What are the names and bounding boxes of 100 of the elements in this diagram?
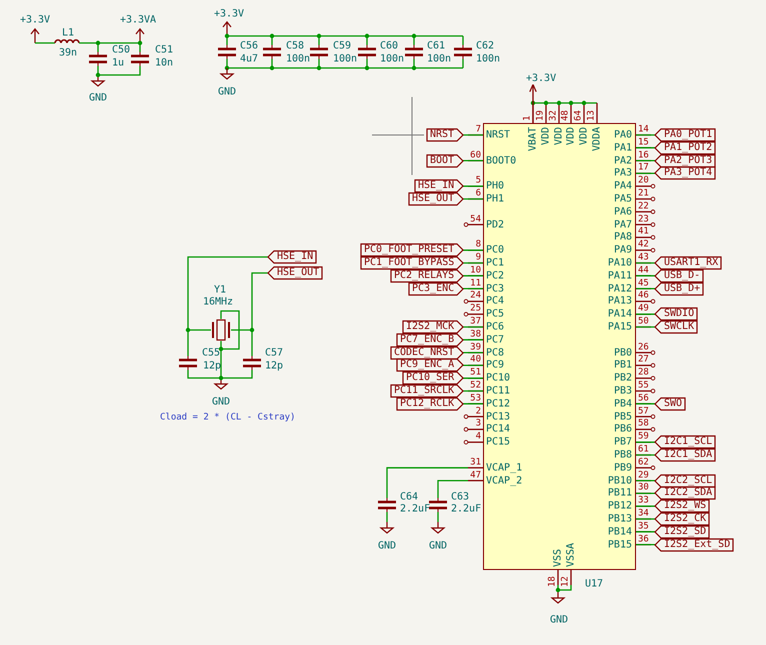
net-label: PC1_FOOT_BYPASS xyxy=(361,257,464,269)
pin-number: 8 xyxy=(476,240,481,250)
net-label: PC10_SER xyxy=(403,372,464,384)
power-label: GND xyxy=(428,540,448,552)
component-value: 100n xyxy=(286,54,310,64)
pin-name: PC7 xyxy=(486,334,504,346)
wire xyxy=(463,364,483,366)
pin-name: VSS xyxy=(552,548,564,567)
pin-name: PA13 xyxy=(608,296,632,307)
pin-name: PA9 xyxy=(614,244,632,256)
net-label: PC11_SRCLK xyxy=(391,385,464,397)
pin-name: PB1 xyxy=(614,360,632,371)
wire xyxy=(251,272,268,309)
pin-number: 17 xyxy=(638,164,649,173)
wire xyxy=(636,288,655,290)
pin-name: PC5 xyxy=(486,308,504,320)
pin-name: PA10 xyxy=(608,258,632,268)
pin-number: 52 xyxy=(470,382,481,390)
pin-number: 56 xyxy=(638,394,649,404)
reference-designator: C62 xyxy=(476,40,494,52)
net-label: PC3_ENC xyxy=(409,282,464,295)
pin-number: 32 xyxy=(550,110,558,121)
pin-name: PB0 xyxy=(614,347,632,358)
pin-name: PA15 xyxy=(608,322,632,332)
net-label: I2C1_SDA xyxy=(655,449,716,461)
wire xyxy=(463,275,483,276)
component-value: 100n xyxy=(427,54,452,64)
power-label: GND xyxy=(212,396,230,408)
pin-number: 55 xyxy=(638,382,649,390)
pin-number: 51 xyxy=(470,368,481,378)
wire xyxy=(463,352,483,354)
pin-number: 57 xyxy=(638,407,649,416)
power-label: GND xyxy=(218,86,236,98)
pin-number: 9 xyxy=(476,254,481,262)
net-label: HSE_OUT xyxy=(409,193,464,205)
pin-name: PA8 xyxy=(614,232,632,243)
pin-name: PA14 xyxy=(608,308,632,320)
pin-number: 15 xyxy=(638,138,649,148)
reference-designator: L1 xyxy=(62,28,74,38)
pin-name: PC10 xyxy=(486,372,510,384)
wire xyxy=(636,492,655,494)
pin-number: 58 xyxy=(638,420,649,429)
pin-name: PB7 xyxy=(614,436,632,448)
formula-note: Cload = 2 * (CL - Cstray) xyxy=(160,412,296,424)
reference-designator: C64 xyxy=(400,492,418,502)
net-label: I2S2_MCK xyxy=(403,321,464,333)
pin-number: 13 xyxy=(588,110,596,121)
net-label: PC2_RELAYS xyxy=(391,270,464,282)
pin-name: VBAT xyxy=(528,127,538,152)
pin-name: PB5 xyxy=(614,411,632,422)
pin-number: 11 xyxy=(470,279,481,288)
pin-number: 14 xyxy=(638,126,649,134)
pin-number: 30 xyxy=(638,484,649,493)
pin-number: 24 xyxy=(470,292,481,301)
net-label: HSE_IN xyxy=(268,251,316,263)
pin-name: PC15 xyxy=(486,436,510,448)
reference-designator: U17 xyxy=(585,578,604,590)
net-label: I2S2_CK xyxy=(655,513,710,525)
pin-number: 38 xyxy=(470,330,481,340)
net-label: PA2_POT3 xyxy=(655,154,716,167)
reference-designator: C61 xyxy=(427,40,446,52)
pin-name: VDDA xyxy=(592,127,602,152)
ic-body xyxy=(483,123,636,570)
wire xyxy=(636,147,655,148)
net-label: HSE_IN xyxy=(415,180,464,192)
pin-number: 7 xyxy=(476,126,481,134)
wire xyxy=(463,288,483,290)
wire xyxy=(463,390,483,392)
wire xyxy=(463,134,483,136)
pin-number: 1 xyxy=(524,116,532,121)
pin-number: 48 xyxy=(562,110,570,121)
pin-number: 37 xyxy=(470,318,481,326)
net-label: I2C1_SCL xyxy=(655,436,716,448)
pin-name: PC8 xyxy=(486,347,504,358)
pin-number: 33 xyxy=(638,496,649,506)
pin-name: VCAP_1 xyxy=(486,462,522,474)
wire xyxy=(529,84,537,123)
pin-number: 60 xyxy=(470,151,481,160)
pin-name: PC2 xyxy=(486,270,504,282)
pin-number: 23 xyxy=(638,215,649,224)
reference-designator: C58 xyxy=(286,40,304,52)
pin-name: VSSA xyxy=(566,542,576,567)
reference-designator: C59 xyxy=(333,40,352,52)
pin-name: PB2 xyxy=(614,372,632,384)
pin-name: PA4 xyxy=(614,180,632,192)
pin-name: PC0 xyxy=(486,244,504,256)
net-label: USB_D- xyxy=(655,270,704,282)
wire xyxy=(636,314,655,315)
net-label: USART1_RX xyxy=(655,257,722,269)
component-value: 100n xyxy=(333,54,358,64)
reference-designator: C57 xyxy=(265,348,284,358)
wire xyxy=(636,518,655,520)
pin-number: 12 xyxy=(562,576,570,587)
reference-designator: Y1 xyxy=(214,284,226,296)
pin-number: 18 xyxy=(548,576,558,587)
net-label: BOOT xyxy=(427,154,464,167)
wire xyxy=(463,378,483,379)
net-label: PC7_ENC_B xyxy=(397,334,464,346)
reference-designator: C51 xyxy=(155,44,174,56)
pin-number: 41 xyxy=(638,228,649,237)
